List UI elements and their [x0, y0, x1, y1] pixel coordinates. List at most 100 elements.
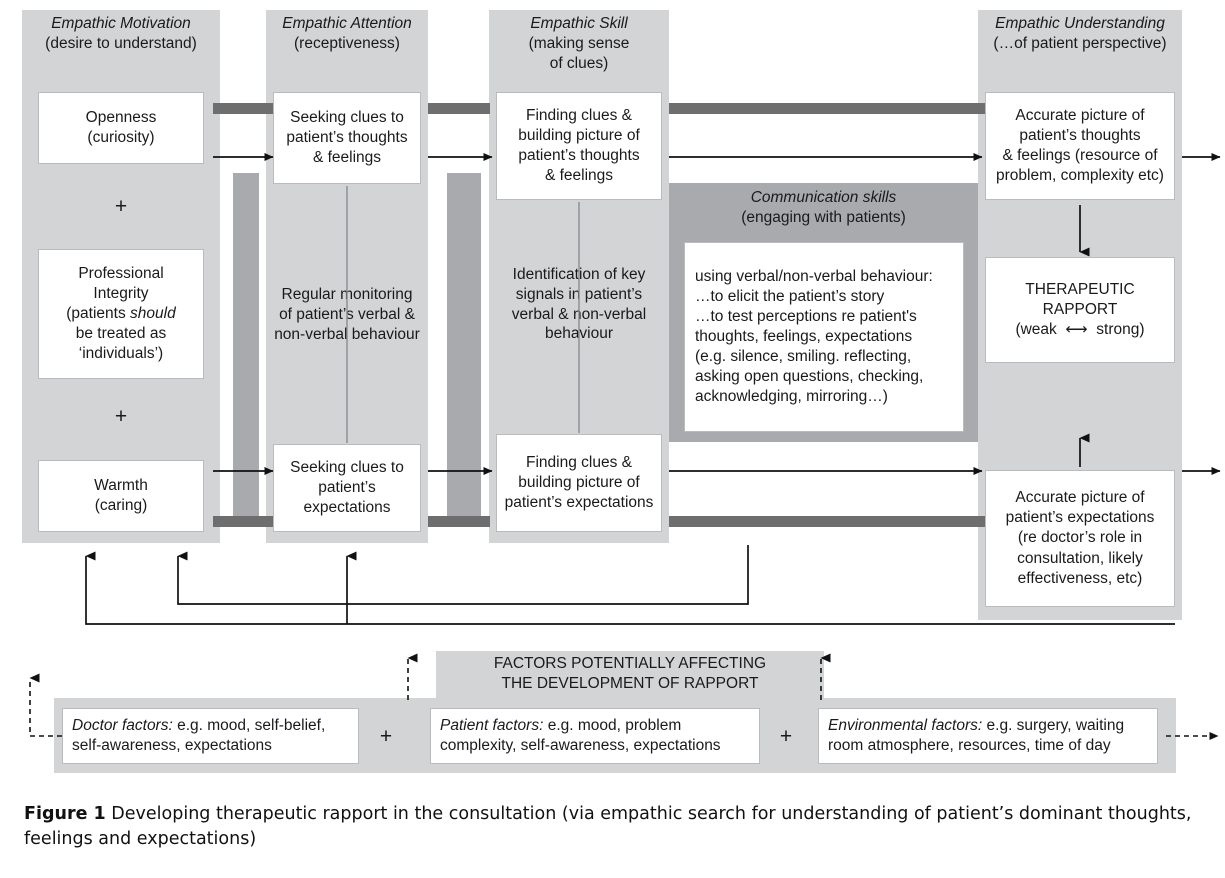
- header-title-understanding: Empathic Understanding: [995, 15, 1165, 32]
- comm-line-3: …to test perceptions re patient's: [695, 307, 917, 325]
- rapport-scale: (weak ⟷ strong): [1015, 321, 1145, 339]
- header-sub-skill-l1: (making sense: [528, 34, 630, 52]
- rapport-line-2: RAPPORT: [1042, 300, 1118, 318]
- communication-sub: (engaging with patients): [741, 208, 906, 226]
- factors-operator-plus-1: +: [379, 725, 393, 748]
- box-doctor-factors: Doctor factors: e.g. mood, self-belief, …: [62, 708, 359, 764]
- box-seeking-clues-thoughts: Seeking clues to patient’s thoughts & fe…: [273, 92, 421, 184]
- header-sub-understanding: (…of patient perspective): [993, 34, 1167, 52]
- acc-expect-line-1: Accurate picture of: [1015, 489, 1145, 507]
- box-integrity-line-1: Professional: [78, 264, 164, 282]
- box-find-thoughts-line-3: patient’s thoughts: [518, 147, 640, 164]
- box-seek-expect-line-2: patient’s: [318, 478, 376, 496]
- box-integrity-line-5: ‘individuals’): [78, 345, 164, 363]
- patient-factors-title: Patient factors:: [440, 716, 544, 734]
- rapport-line-1: THERAPEUTIC: [1025, 280, 1135, 298]
- box-warmth-line-2: (caring): [94, 497, 148, 514]
- regular-monitoring-line-2: of patient’s verbal &: [279, 305, 415, 323]
- box-patient-factors: Patient factors: e.g. mood, problem comp…: [430, 708, 760, 764]
- factors-banner-line-1: FACTORS POTENTIALLY AFFECTING: [493, 655, 767, 672]
- connector-bar-top-1: [213, 103, 275, 114]
- connector-bar-bottom-1: [213, 516, 275, 527]
- box-find-thoughts-line-4: & feelings: [544, 167, 614, 185]
- acc-expect-line-3: (re doctor’s role in: [1017, 529, 1143, 547]
- figure-caption-text: Developing therapeutic rapport in the co…: [24, 804, 1192, 850]
- header-empathic-understanding: Empathic Understanding (…of patient pers…: [978, 14, 1182, 54]
- box-find-thoughts-line-2: building picture of: [518, 126, 640, 144]
- factors-banner-line-2: THE DEVELOPMENT OF RAPPORT: [501, 675, 759, 693]
- header-communication-skills: Communication skills (engaging with pati…: [669, 188, 978, 228]
- box-seek-thoughts-line-2: patient’s thoughts: [286, 128, 408, 146]
- box-find-thoughts-line-1: Finding clues &: [526, 106, 632, 124]
- header-empathic-attention: Empathic Attention (receptiveness): [266, 14, 428, 54]
- operator-plus-1: +: [114, 195, 128, 218]
- box-seek-expect-line-3: expectations: [303, 499, 391, 517]
- header-sub-motivation: (desire to understand): [45, 34, 197, 52]
- skill-midbar: [447, 173, 481, 523]
- identification-line-1: Identification of key: [512, 266, 646, 283]
- label-regular-monitoring: Regular monitoring of patient’s verbal &…: [262, 285, 432, 344]
- identification-line-3: verbal & non-verbal: [511, 305, 647, 323]
- label-identification-key-signals: Identification of key signals in patient…: [487, 265, 671, 344]
- communication-title: Communication skills: [750, 189, 897, 206]
- box-seeking-clues-expectations: Seeking clues to patient’s expectations: [273, 444, 421, 532]
- header-empathic-skill: Empathic Skill (making sense of clues): [489, 14, 669, 73]
- header-empathic-motivation: Empathic Motivation (desire to understan…: [22, 14, 220, 54]
- figure-label: Figure 1: [24, 804, 106, 824]
- box-therapeutic-rapport: THERAPEUTIC RAPPORT (weak ⟷ strong): [985, 257, 1175, 363]
- comm-line-2: …to elicit the patient’s story: [695, 287, 885, 305]
- attention-midbar: [233, 173, 259, 523]
- comm-line-1: using verbal/non-verbal behaviour:: [695, 267, 933, 285]
- doctor-factors-line2: self-awareness, expectations: [72, 737, 272, 754]
- comm-line-5: (e.g. silence, smiling. reflecting,: [695, 348, 912, 366]
- box-finding-clues-thoughts: Finding clues & building picture of pati…: [496, 92, 662, 200]
- comm-line-7: acknowledging, mirroring…): [695, 388, 888, 406]
- box-openness-line-1: Openness: [85, 108, 157, 126]
- box-finding-clues-expectations: Finding clues & building picture of pati…: [496, 434, 662, 532]
- header-sub-attention: (receptiveness): [294, 34, 400, 52]
- doctor-factors-line1-rest: e.g. mood, self-belief,: [172, 716, 326, 734]
- box-communication-skills-body: using verbal/non-verbal behaviour: …to e…: [684, 242, 964, 432]
- header-title-skill: Empathic Skill: [530, 15, 628, 32]
- box-professional-integrity: Professional Integrity (patients should …: [38, 249, 204, 379]
- figure-caption: Figure 1 Developing therapeutic rapport …: [24, 802, 1204, 853]
- box-integrity-line-4: be treated as: [75, 325, 167, 343]
- box-seek-expect-line-1: Seeking clues to: [290, 458, 404, 476]
- box-integrity-line-3: (patients should: [66, 304, 176, 322]
- box-find-expect-line-3: patient’s expectations: [504, 494, 654, 512]
- identification-line-4: behaviour: [544, 325, 614, 343]
- connector-bar-bottom-3: [669, 516, 985, 527]
- environmental-factors-line2: room atmosphere, resources, time of day: [828, 737, 1111, 754]
- box-seek-thoughts-line-1: Seeking clues to: [290, 108, 404, 126]
- patient-factors-line2: complexity, self-awareness, expectations: [440, 737, 721, 754]
- acc-expect-line-2: patient’s expectations: [1005, 509, 1155, 527]
- connector-bar-bottom-2: [428, 516, 490, 527]
- box-accurate-picture-expectations: Accurate picture of patient’s expectatio…: [985, 470, 1175, 607]
- box-warmth-line-1: Warmth: [94, 476, 148, 494]
- feedback-loop-short: [177, 545, 749, 605]
- header-title-attention: Empathic Attention: [282, 15, 412, 32]
- factors-banner-bg: [436, 651, 824, 703]
- box-warmth: Warmth (caring): [38, 460, 204, 532]
- patient-factors-line1-rest: e.g. mood, problem: [543, 716, 682, 734]
- rapport-double-arrow-icon: ⟷: [1065, 321, 1088, 339]
- doctor-factors-title: Doctor factors:: [72, 716, 173, 734]
- comm-line-4: thoughts, feelings, expectations: [695, 327, 913, 345]
- identification-line-2: signals in patient’s: [515, 285, 643, 303]
- acc-expect-line-5: effectiveness, etc): [1017, 569, 1143, 587]
- box-find-expect-line-2: building picture of: [518, 473, 640, 491]
- comm-line-6: asking open questions, checking,: [695, 368, 924, 386]
- connector-bar-top-2: [428, 103, 490, 114]
- connector-bar-top-3: [669, 103, 985, 114]
- acc-thoughts-line-4: problem, complexity etc): [996, 167, 1164, 185]
- factors-operator-plus-2: +: [779, 725, 793, 748]
- environmental-factors-line1-rest: e.g. surgery, waiting: [982, 716, 1125, 734]
- box-environmental-factors: Environmental factors: e.g. surgery, wai…: [818, 708, 1158, 764]
- operator-plus-2: +: [114, 405, 128, 428]
- regular-monitoring-line-1: Regular monitoring: [281, 286, 413, 303]
- box-openness: Openness (curiosity): [38, 92, 204, 164]
- header-sub-skill-l2: of clues): [549, 54, 609, 72]
- acc-thoughts-line-3: & feelings (resource of: [1002, 147, 1158, 164]
- acc-thoughts-line-2: patient’s thoughts: [1019, 126, 1141, 144]
